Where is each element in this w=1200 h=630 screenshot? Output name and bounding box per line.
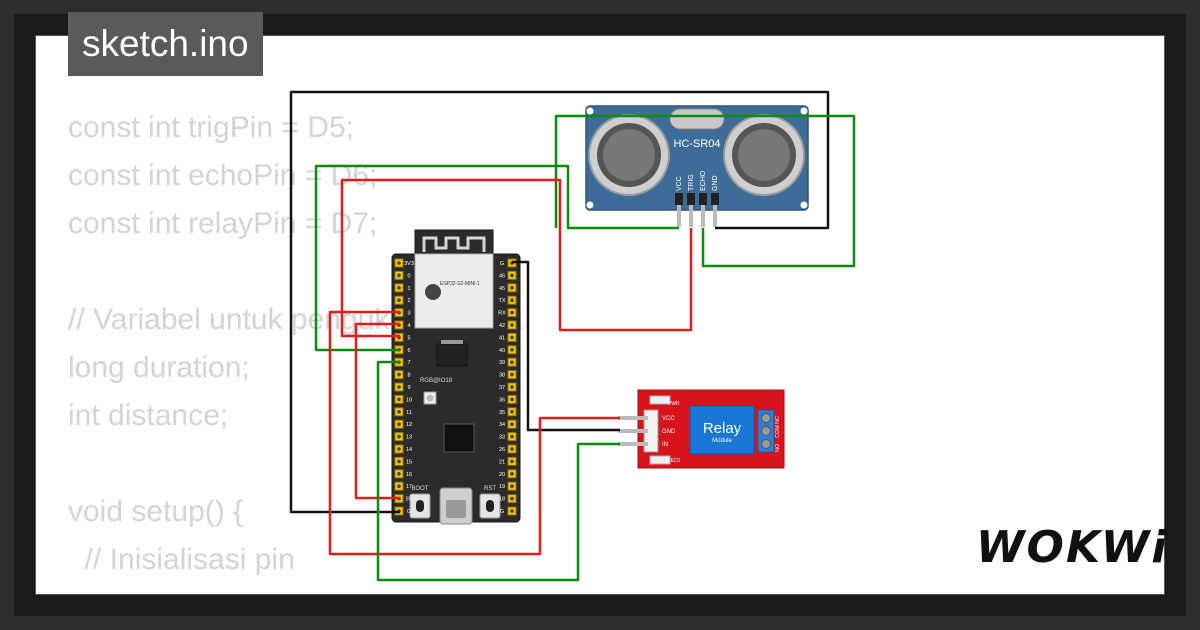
sketch-title: sketch.ino bbox=[68, 12, 263, 76]
board-pin-label: 5V bbox=[406, 497, 413, 503]
led-label: RGB@IO18 bbox=[420, 378, 453, 384]
code-line: pinMode(trigPin, OUTPUT); bbox=[68, 591, 453, 594]
board-pin-label: 4 bbox=[407, 323, 410, 329]
right-stripe bbox=[1186, 0, 1200, 630]
relay-led-label: LED1 bbox=[668, 458, 681, 464]
rst-label: RST bbox=[484, 486, 496, 492]
board-pin-label: 11 bbox=[406, 410, 412, 416]
wokwi-logo: WOKWi bbox=[976, 522, 1169, 573]
board-pin-label: 3 bbox=[407, 311, 410, 317]
code-background: const int trigPin = D5; const int echoPi… bbox=[68, 104, 523, 594]
board-pin-label: 20 bbox=[499, 472, 505, 478]
wire-gnd-relay bbox=[512, 260, 620, 432]
relay-title: Relay bbox=[703, 420, 742, 437]
board-pin-label: 14 bbox=[406, 447, 412, 453]
top-stripe bbox=[0, 0, 1200, 14]
board-pin-label: 9 bbox=[407, 385, 410, 391]
board-pin-label: 35 bbox=[499, 410, 505, 416]
board-pin-label: G bbox=[500, 509, 504, 515]
transducer-left bbox=[588, 114, 670, 196]
board-pin-label: 19 bbox=[499, 484, 505, 490]
code-line: const int echoPin = D6; bbox=[68, 159, 378, 192]
board-pin-label: 8 bbox=[407, 373, 410, 379]
code-line: long duration; bbox=[68, 351, 250, 384]
board-pin-label: TX bbox=[498, 298, 505, 304]
board-pin-label: 17 bbox=[406, 484, 412, 490]
board-pin-label: G bbox=[407, 509, 411, 515]
board-pin-label: 1 bbox=[407, 286, 410, 292]
board-pin-label: 10 bbox=[406, 397, 412, 403]
board-pin-label: 7 bbox=[407, 360, 410, 366]
esp32-s2-board[interactable]: ESP32-S2-MINI-1 RGB@IO18 BOOT RST 3V3012… bbox=[391, 229, 521, 525]
sensor-pin-label: ECHO bbox=[700, 170, 707, 191]
module-label: ESP32-S2-MINI-1 bbox=[440, 281, 480, 287]
relay-subtitle: Module bbox=[712, 438, 732, 444]
wires bbox=[289, 90, 856, 582]
relay-coil-box bbox=[689, 405, 755, 455]
board-pin-label: 26 bbox=[499, 447, 505, 453]
code-line: const int trigPin = D5; bbox=[68, 111, 354, 144]
relay-terminal-label: NC bbox=[775, 416, 781, 424]
wire-vcc-sensor bbox=[554, 114, 856, 268]
board-pin-label: 36 bbox=[499, 397, 505, 403]
board-pin-label: 40 bbox=[499, 348, 505, 354]
board-pin-label: 21 bbox=[499, 459, 505, 465]
wire-echo bbox=[340, 178, 693, 338]
relay-pin-label: GND bbox=[662, 429, 676, 435]
board-pin-label: 37 bbox=[499, 385, 505, 391]
board-pin-label: G bbox=[500, 261, 504, 267]
boot-label: BOOT bbox=[411, 486, 428, 492]
board-pin-label: 13 bbox=[406, 435, 412, 441]
relay-terminal-label: NO bbox=[775, 443, 781, 452]
board-pin-label: 46 bbox=[499, 273, 505, 279]
crystal bbox=[669, 108, 725, 130]
code-line: // Inisialisasi pin bbox=[68, 543, 295, 576]
board-pin-label: 42 bbox=[499, 323, 505, 329]
board-pin-label: 16 bbox=[406, 472, 412, 478]
board-pin-label: 34 bbox=[499, 422, 505, 428]
relay-pin-label: IN bbox=[662, 442, 668, 448]
wire-relay-in bbox=[376, 360, 620, 582]
sensor-pin-label: TRIG bbox=[688, 174, 695, 191]
board-pin-label: 18 bbox=[499, 497, 505, 503]
left-stripe bbox=[0, 0, 14, 630]
sensor-pin-label: GND bbox=[712, 175, 719, 191]
ultrasonic-sensor[interactable]: HC-SR04 VCC TRIG ECHO GND bbox=[585, 105, 809, 227]
board-pin-label: 39 bbox=[499, 360, 505, 366]
board-pin-label: 45 bbox=[499, 286, 505, 292]
board-pin-label: RX bbox=[498, 311, 506, 317]
bottom-stripe bbox=[0, 616, 1200, 630]
code-line: const int relayPin = D7; bbox=[68, 207, 378, 240]
code-line: void setup() { bbox=[68, 495, 244, 528]
relay-pin-label: VCC bbox=[662, 416, 675, 422]
board-pin-label: 15 bbox=[406, 459, 412, 465]
board-pin-label: 41 bbox=[499, 335, 505, 341]
board-pin-label: 5 bbox=[407, 335, 410, 341]
sensor-label: HC-SR04 bbox=[673, 138, 720, 150]
board-pin-label: 12 bbox=[406, 422, 412, 428]
board-pin-label: 38 bbox=[499, 373, 505, 379]
relay-terminal-label: COM bbox=[775, 425, 781, 438]
relay-pwr-label: PWR bbox=[668, 401, 680, 407]
board-pin-label: 33 bbox=[499, 435, 505, 441]
board-pin-label: 6 bbox=[407, 348, 410, 354]
board-pin-label: 2 bbox=[407, 298, 410, 304]
transducer-right bbox=[723, 114, 805, 196]
code-line: int distance; bbox=[68, 399, 229, 432]
wire-relay-vcc bbox=[328, 310, 620, 556]
board-pin-label: 3V3 bbox=[404, 261, 414, 267]
wire-gnd-sensor bbox=[289, 90, 830, 514]
board-pin-label: 0 bbox=[407, 273, 410, 279]
sensor-pin-label: VCC bbox=[676, 176, 683, 191]
